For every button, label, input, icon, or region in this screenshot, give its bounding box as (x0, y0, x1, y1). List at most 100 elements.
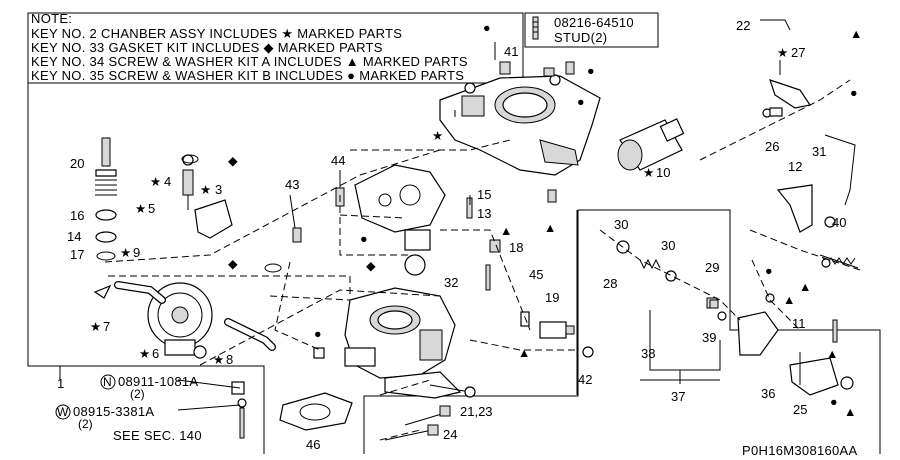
label-19: 19 (545, 290, 559, 305)
callout-see-section: SEE SEC. 140 (113, 428, 202, 443)
linkage-assembly (737, 79, 859, 396)
label-40: 40 (832, 215, 846, 230)
valve-part-19 (539, 321, 575, 339)
circle-mark: ● (483, 21, 491, 35)
callout-w-qty: (2) (78, 417, 93, 431)
callout-n-prefix: N (103, 375, 112, 389)
solenoid-part-10 (617, 118, 685, 171)
label-42: 42 (578, 372, 592, 387)
circle-mark: ● (577, 95, 585, 109)
stud-description: STUD(2) (554, 30, 607, 45)
label-12: 12 (788, 159, 802, 174)
circle-mark: ● (360, 232, 368, 246)
label-27: 27 (791, 45, 805, 60)
label-39: 39 (702, 330, 716, 345)
label-10: 10 (656, 165, 670, 180)
label-3: 3 (215, 182, 222, 197)
star-mark: ★ (643, 166, 654, 180)
bracket-part-3 (194, 199, 233, 239)
star-mark: ★ (777, 46, 788, 60)
triangle-mark: ▲ (500, 224, 512, 238)
star-mark: ★ (432, 129, 443, 143)
callout-n-part: 08911-1081A (118, 374, 198, 389)
star-mark: ★ (150, 175, 161, 189)
gasket-plate (354, 164, 446, 233)
stud-box: 08216-64510 STUD(2) (524, 12, 659, 48)
hose-part-7 (93, 281, 166, 304)
label-8: 8 (226, 352, 233, 367)
triangle-mark: ▲ (799, 280, 811, 294)
label-18: 18 (509, 240, 523, 255)
star-mark: ★ (139, 347, 150, 361)
diamond-mark: ◆ (228, 154, 238, 168)
label-41: 41 (504, 44, 518, 59)
label-13: 13 (477, 206, 491, 221)
callout-w-prefix: W (57, 405, 69, 419)
circle-mark: ● (314, 327, 322, 341)
label-30: 30 (661, 238, 675, 253)
label-14: 14 (67, 229, 81, 244)
label-24: 24 (443, 427, 457, 442)
label-37: 37 (671, 389, 685, 404)
label-5: 5 (148, 201, 155, 216)
label-32: 32 (444, 275, 458, 290)
callout-w-part: 08915-3381A (73, 404, 154, 419)
label-6: 6 (152, 346, 159, 361)
label-17: 17 (70, 247, 84, 262)
triangle-mark: ▲ (850, 27, 862, 41)
triangle-mark: ▲ (826, 347, 838, 361)
label-26: 26 (765, 139, 779, 154)
gasket-part-46 (279, 392, 353, 431)
label-44: 44 (331, 153, 345, 168)
note-line-2: KEY NO. 33 GASKET KIT INCLUDES ◆ MARKED … (31, 40, 383, 55)
label-21-23: 21,23 (460, 404, 493, 419)
note-box: NOTE: KEY NO. 2 CHANBER ASSY INCLUDES ★ … (27, 11, 524, 84)
triangle-mark: ▲ (844, 405, 856, 419)
star-mark: ★ (135, 202, 146, 216)
leader-lines (59, 42, 801, 411)
label-9: 9 (133, 245, 140, 260)
label-46: 46 (306, 437, 320, 452)
circle-mark: ● (765, 264, 773, 278)
label-31: 31 (812, 144, 826, 159)
carburetor-body (344, 287, 476, 399)
label-25: 25 (793, 402, 807, 417)
label-16: 16 (70, 208, 84, 223)
stud-icon (532, 16, 539, 40)
label-30: 30 (614, 217, 628, 232)
label-38: 38 (641, 346, 655, 361)
label-20: 20 (70, 156, 84, 171)
triangle-mark: ▲ (518, 346, 530, 360)
diamond-mark: ◆ (228, 257, 238, 271)
label-28: 28 (603, 276, 617, 291)
circle-mark: ● (587, 64, 595, 78)
label-11: 11 (792, 316, 806, 331)
label-43: 43 (285, 177, 299, 192)
circle-mark: ● (830, 395, 838, 409)
screw-part-24 (384, 424, 439, 441)
label-7: 7 (103, 319, 110, 334)
assembly-frame (27, 13, 881, 454)
label-22: 22 (736, 18, 750, 33)
screw-part-21-23 (404, 405, 451, 426)
note-line-1: KEY NO. 2 CHANBER ASSY INCLUDES ★ MARKED… (31, 26, 402, 41)
screw-stack-part-20 (95, 137, 117, 261)
dashed-leader-lines (104, 79, 861, 441)
label-1: 1 (57, 376, 64, 391)
chamber-assembly (439, 74, 601, 176)
star-mark: ★ (213, 353, 224, 367)
star-mark: ★ (120, 246, 131, 260)
misc-small-parts (181, 19, 854, 439)
note-line-3: KEY NO. 34 SCREW & WASHER KIT A INCLUDES… (31, 54, 468, 69)
triangle-mark: ▲ (783, 293, 795, 307)
note-heading: NOTE: (31, 11, 72, 26)
label-36: 36 (761, 386, 775, 401)
callout-n-qty: (2) (130, 387, 145, 401)
stud-part-number: 08216-64510 (554, 15, 634, 30)
star-mark: ★ (200, 183, 211, 197)
diagram-code: P0H16M308160AA (742, 443, 858, 458)
label-45: 45 (529, 267, 543, 282)
label-15: 15 (477, 187, 491, 202)
note-line-4: KEY NO. 35 SCREW & WASHER KIT B INCLUDES… (31, 68, 464, 83)
